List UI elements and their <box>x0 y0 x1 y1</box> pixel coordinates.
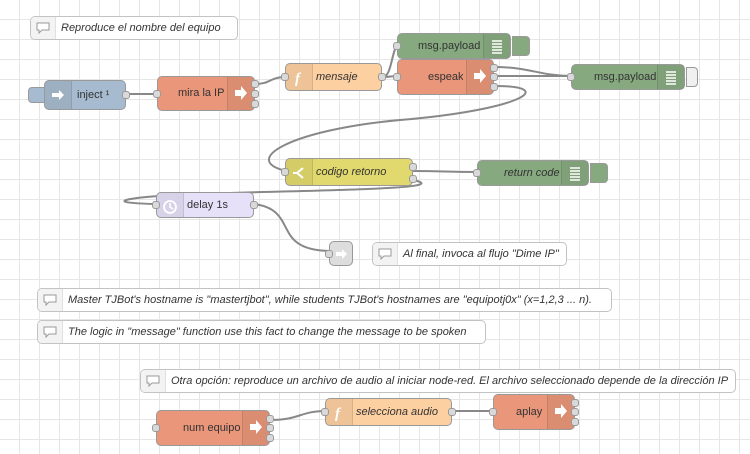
timer-icon <box>157 193 184 217</box>
output-port-stderr[interactable] <box>571 408 579 416</box>
debug-node-top[interactable]: msg.payload <box>393 33 511 59</box>
output-port[interactable] <box>448 408 456 416</box>
comment-otra-opcion[interactable]: Otra opción: reproduce un archivo de aud… <box>140 369 736 393</box>
exec-node-num-equipo[interactable]: num equipo <box>152 410 274 446</box>
exec-node-label: espeak <box>428 71 464 83</box>
comment-label: Master TJBot's hostname is "mastertjbot"… <box>68 294 592 306</box>
output-port-1[interactable] <box>409 163 417 171</box>
output-port-rc[interactable] <box>266 434 274 442</box>
inject-node-label: inject ¹ <box>77 89 110 101</box>
exec-node-aplay[interactable]: aplay <box>489 394 579 430</box>
input-port[interactable] <box>393 73 401 81</box>
delay-node[interactable]: delay 1s <box>152 192 258 218</box>
comment-al-final[interactable]: Al final, invoca al flujo "Dime IP" <box>372 242 567 266</box>
function-icon: f <box>326 399 353 425</box>
exec-node-mira-ip[interactable]: mira la IP <box>153 76 259 111</box>
input-port[interactable] <box>321 408 329 416</box>
comment-icon <box>141 370 166 392</box>
function-icon: f <box>286 64 313 90</box>
comment-master[interactable]: Master TJBot's hostname is "mastertjbot"… <box>37 288 612 312</box>
output-port-stdout[interactable] <box>251 80 259 88</box>
exec-node-icon <box>242 411 269 445</box>
comment-icon <box>31 17 56 39</box>
debug-toggle-button[interactable] <box>512 36 530 56</box>
link-out-icon <box>334 246 350 265</box>
input-port[interactable] <box>152 424 160 432</box>
output-port-stderr[interactable] <box>266 424 274 432</box>
output-port[interactable] <box>250 201 258 209</box>
output-port[interactable] <box>378 73 386 81</box>
comment-label: The logic in "message" function use this… <box>68 326 467 338</box>
switch-node-label: codigo retorno <box>316 166 387 178</box>
comment-icon <box>38 321 63 343</box>
exec-node-label: mira la IP <box>178 87 225 99</box>
debug-node-label: msg.payload <box>418 40 481 52</box>
function-node-label: selecciona audio <box>356 406 438 418</box>
delay-node-label: delay 1s <box>187 199 228 211</box>
output-port-stdout[interactable] <box>490 64 498 72</box>
debug-toggle-button[interactable] <box>590 163 608 183</box>
output-port-stdout[interactable] <box>571 399 579 407</box>
function-node-mensaje[interactable]: f mensaje <box>281 63 386 91</box>
debug-node-label: return code <box>504 167 560 179</box>
exec-node-espeak[interactable]: espeak <box>393 59 498 95</box>
output-port[interactable] <box>122 91 130 99</box>
function-node-selecciona-audio[interactable]: f selecciona audio <box>321 398 456 426</box>
debug-node-return-code[interactable]: return code <box>473 160 589 186</box>
comment-icon <box>373 243 398 265</box>
input-port[interactable] <box>473 169 481 177</box>
input-port[interactable] <box>281 73 289 81</box>
wire-codigo-return <box>412 170 479 173</box>
input-port[interactable] <box>489 408 497 416</box>
input-port[interactable] <box>567 73 575 81</box>
exec-node-icon <box>466 60 493 94</box>
comment-label: Reproduce el nombre del equipo <box>61 22 221 34</box>
input-port[interactable] <box>152 201 160 209</box>
output-port-stderr[interactable] <box>251 90 259 98</box>
debug-list-icon <box>657 65 684 89</box>
link-out-node[interactable] <box>325 241 353 266</box>
svg-text:f: f <box>335 406 342 421</box>
wire-num-selecciona <box>269 410 327 421</box>
output-port-stdout[interactable] <box>266 415 274 423</box>
comment-logic[interactable]: The logic in "message" function use this… <box>37 320 486 344</box>
inject-node[interactable]: inject ¹ <box>44 80 130 110</box>
output-port-rc[interactable] <box>571 418 579 426</box>
switch-node-codigo-retorno[interactable]: codigo retorno <box>281 158 417 186</box>
comment-label: Otra opción: reproduce un archivo de aud… <box>171 375 729 387</box>
input-port[interactable] <box>393 42 401 50</box>
exec-node-icon <box>547 395 574 429</box>
input-port[interactable] <box>153 90 161 98</box>
comment-reproduce[interactable]: Reproduce el nombre del equipo <box>30 16 238 40</box>
input-port[interactable] <box>325 250 333 258</box>
output-port-2[interactable] <box>409 175 417 183</box>
input-port[interactable] <box>281 168 289 176</box>
svg-text:f: f <box>295 71 302 86</box>
inject-node-icon <box>45 81 72 109</box>
function-node-label: mensaje <box>316 71 358 83</box>
output-port-rc[interactable] <box>251 100 259 108</box>
exec-node-label: num equipo <box>183 422 241 434</box>
output-port-rc[interactable] <box>490 83 498 91</box>
comment-icon <box>38 289 63 311</box>
switch-icon <box>286 159 313 185</box>
comment-label: Al final, invoca al flujo "Dime IP" <box>403 248 559 260</box>
wire-espeak-debugright <box>493 66 573 77</box>
exec-node-label: aplay <box>516 406 543 418</box>
wire-delay-link <box>253 203 331 252</box>
debug-toggle-button[interactable] <box>686 67 698 87</box>
debug-node-label: msg.payload <box>594 71 657 83</box>
output-port-stderr[interactable] <box>490 73 498 81</box>
exec-node-icon <box>227 77 254 110</box>
debug-list-icon <box>483 34 510 58</box>
debug-node-right[interactable]: msg.payload <box>567 64 685 90</box>
debug-list-icon <box>561 161 588 185</box>
